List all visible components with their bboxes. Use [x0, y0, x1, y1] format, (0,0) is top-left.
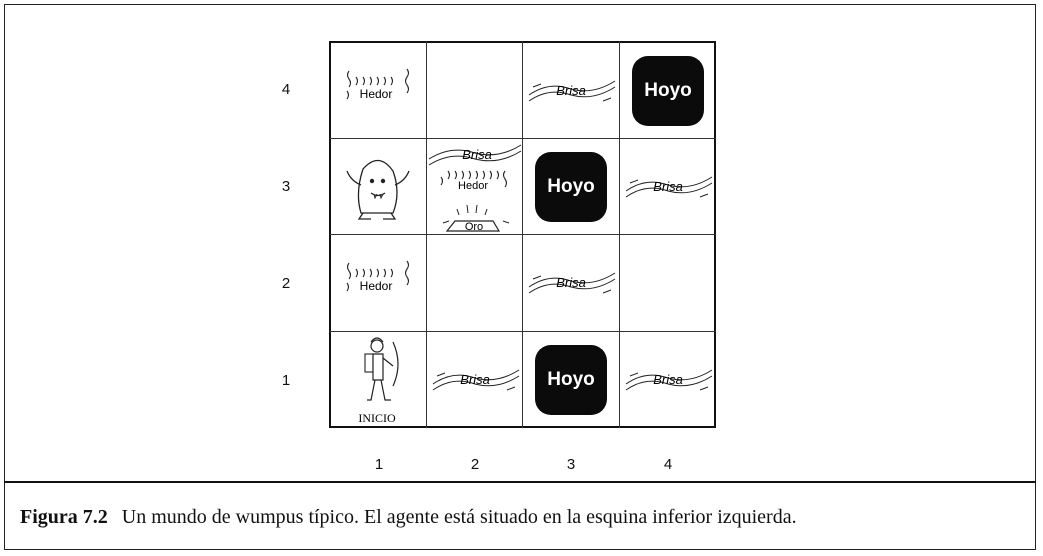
caption-text: Un mundo de wumpus típico. El agente est…: [121, 506, 797, 528]
wumpus-icon: [346, 159, 410, 220]
figure-number: Figura 7.2: [20, 506, 108, 528]
cell-r4-c2: [427, 43, 523, 139]
breeze-icon: Brisa: [528, 80, 616, 102]
pit-icon: Hoyo: [535, 152, 607, 222]
breeze-label: Brisa: [556, 275, 586, 290]
start-label: INICIO: [358, 411, 396, 425]
breeze-label: Brisa: [653, 372, 683, 387]
row-label-4: 4: [281, 81, 291, 98]
stench-label: Hedor: [458, 180, 488, 192]
gold-label: Oro: [465, 221, 483, 233]
cell-r3-c3: Hoyo: [523, 139, 619, 235]
row-label-2: 2: [281, 275, 291, 292]
pit-icon: Hoyo: [535, 345, 607, 415]
breeze-icon: Brisa: [625, 369, 713, 391]
breeze-label: Brisa: [460, 372, 490, 387]
breeze-label: Brisa: [462, 147, 492, 162]
breeze-icon: Brisa: [432, 369, 520, 391]
cell-r2-c4: [620, 235, 716, 331]
caption-separator: [4, 481, 1036, 483]
row-label-1: 1: [281, 372, 291, 389]
breeze-icon: Brisa: [625, 176, 713, 198]
cell-r4-c1: Hedor: [331, 43, 427, 139]
cell-r2-c1: Hedor: [331, 235, 427, 331]
cell-r1-c3: Hoyo: [523, 332, 619, 428]
cell-r1-c4: Brisa: [620, 332, 716, 428]
cell-r3-c1: [331, 139, 427, 235]
row-label-3: 3: [281, 178, 291, 195]
grid-divider: [329, 138, 716, 139]
stench-icon: Hedor: [346, 260, 410, 293]
cell-r1-c1: INICIO: [331, 332, 427, 428]
breeze-label: Brisa: [556, 83, 586, 98]
cell-r3-c4: Brisa: [620, 139, 716, 235]
grid-divider: [329, 331, 716, 332]
cell-r3-c2: Brisa Hedor Oro: [427, 139, 523, 235]
breeze-stench-gold-icon: Brisa Hedor Oro: [428, 144, 522, 233]
agent-icon: INICIO: [358, 337, 399, 425]
stench-icon: Hedor: [346, 68, 410, 101]
grid-divider: [329, 234, 716, 235]
col-label-1: 1: [374, 456, 384, 473]
cell-r2-c3: Brisa: [523, 235, 619, 331]
stench-label: Hedor: [360, 279, 393, 293]
figure-frame: [4, 4, 1036, 550]
cell-r2-c2: [427, 235, 523, 331]
col-label-4: 4: [663, 456, 673, 473]
cell-r4-c4: Hoyo: [620, 43, 716, 139]
breeze-label: Brisa: [653, 179, 683, 194]
pit-icon: Hoyo: [632, 56, 704, 126]
col-label-3: 3: [566, 456, 576, 473]
breeze-icon: Brisa: [528, 272, 616, 294]
col-label-2: 2: [470, 456, 480, 473]
figure-caption: Figura 7.2 Un mundo de wumpus típico. El …: [20, 506, 797, 529]
cell-r1-c2: Brisa: [427, 332, 523, 428]
stench-label: Hedor: [360, 87, 393, 101]
cell-r4-c3: Brisa: [523, 43, 619, 139]
